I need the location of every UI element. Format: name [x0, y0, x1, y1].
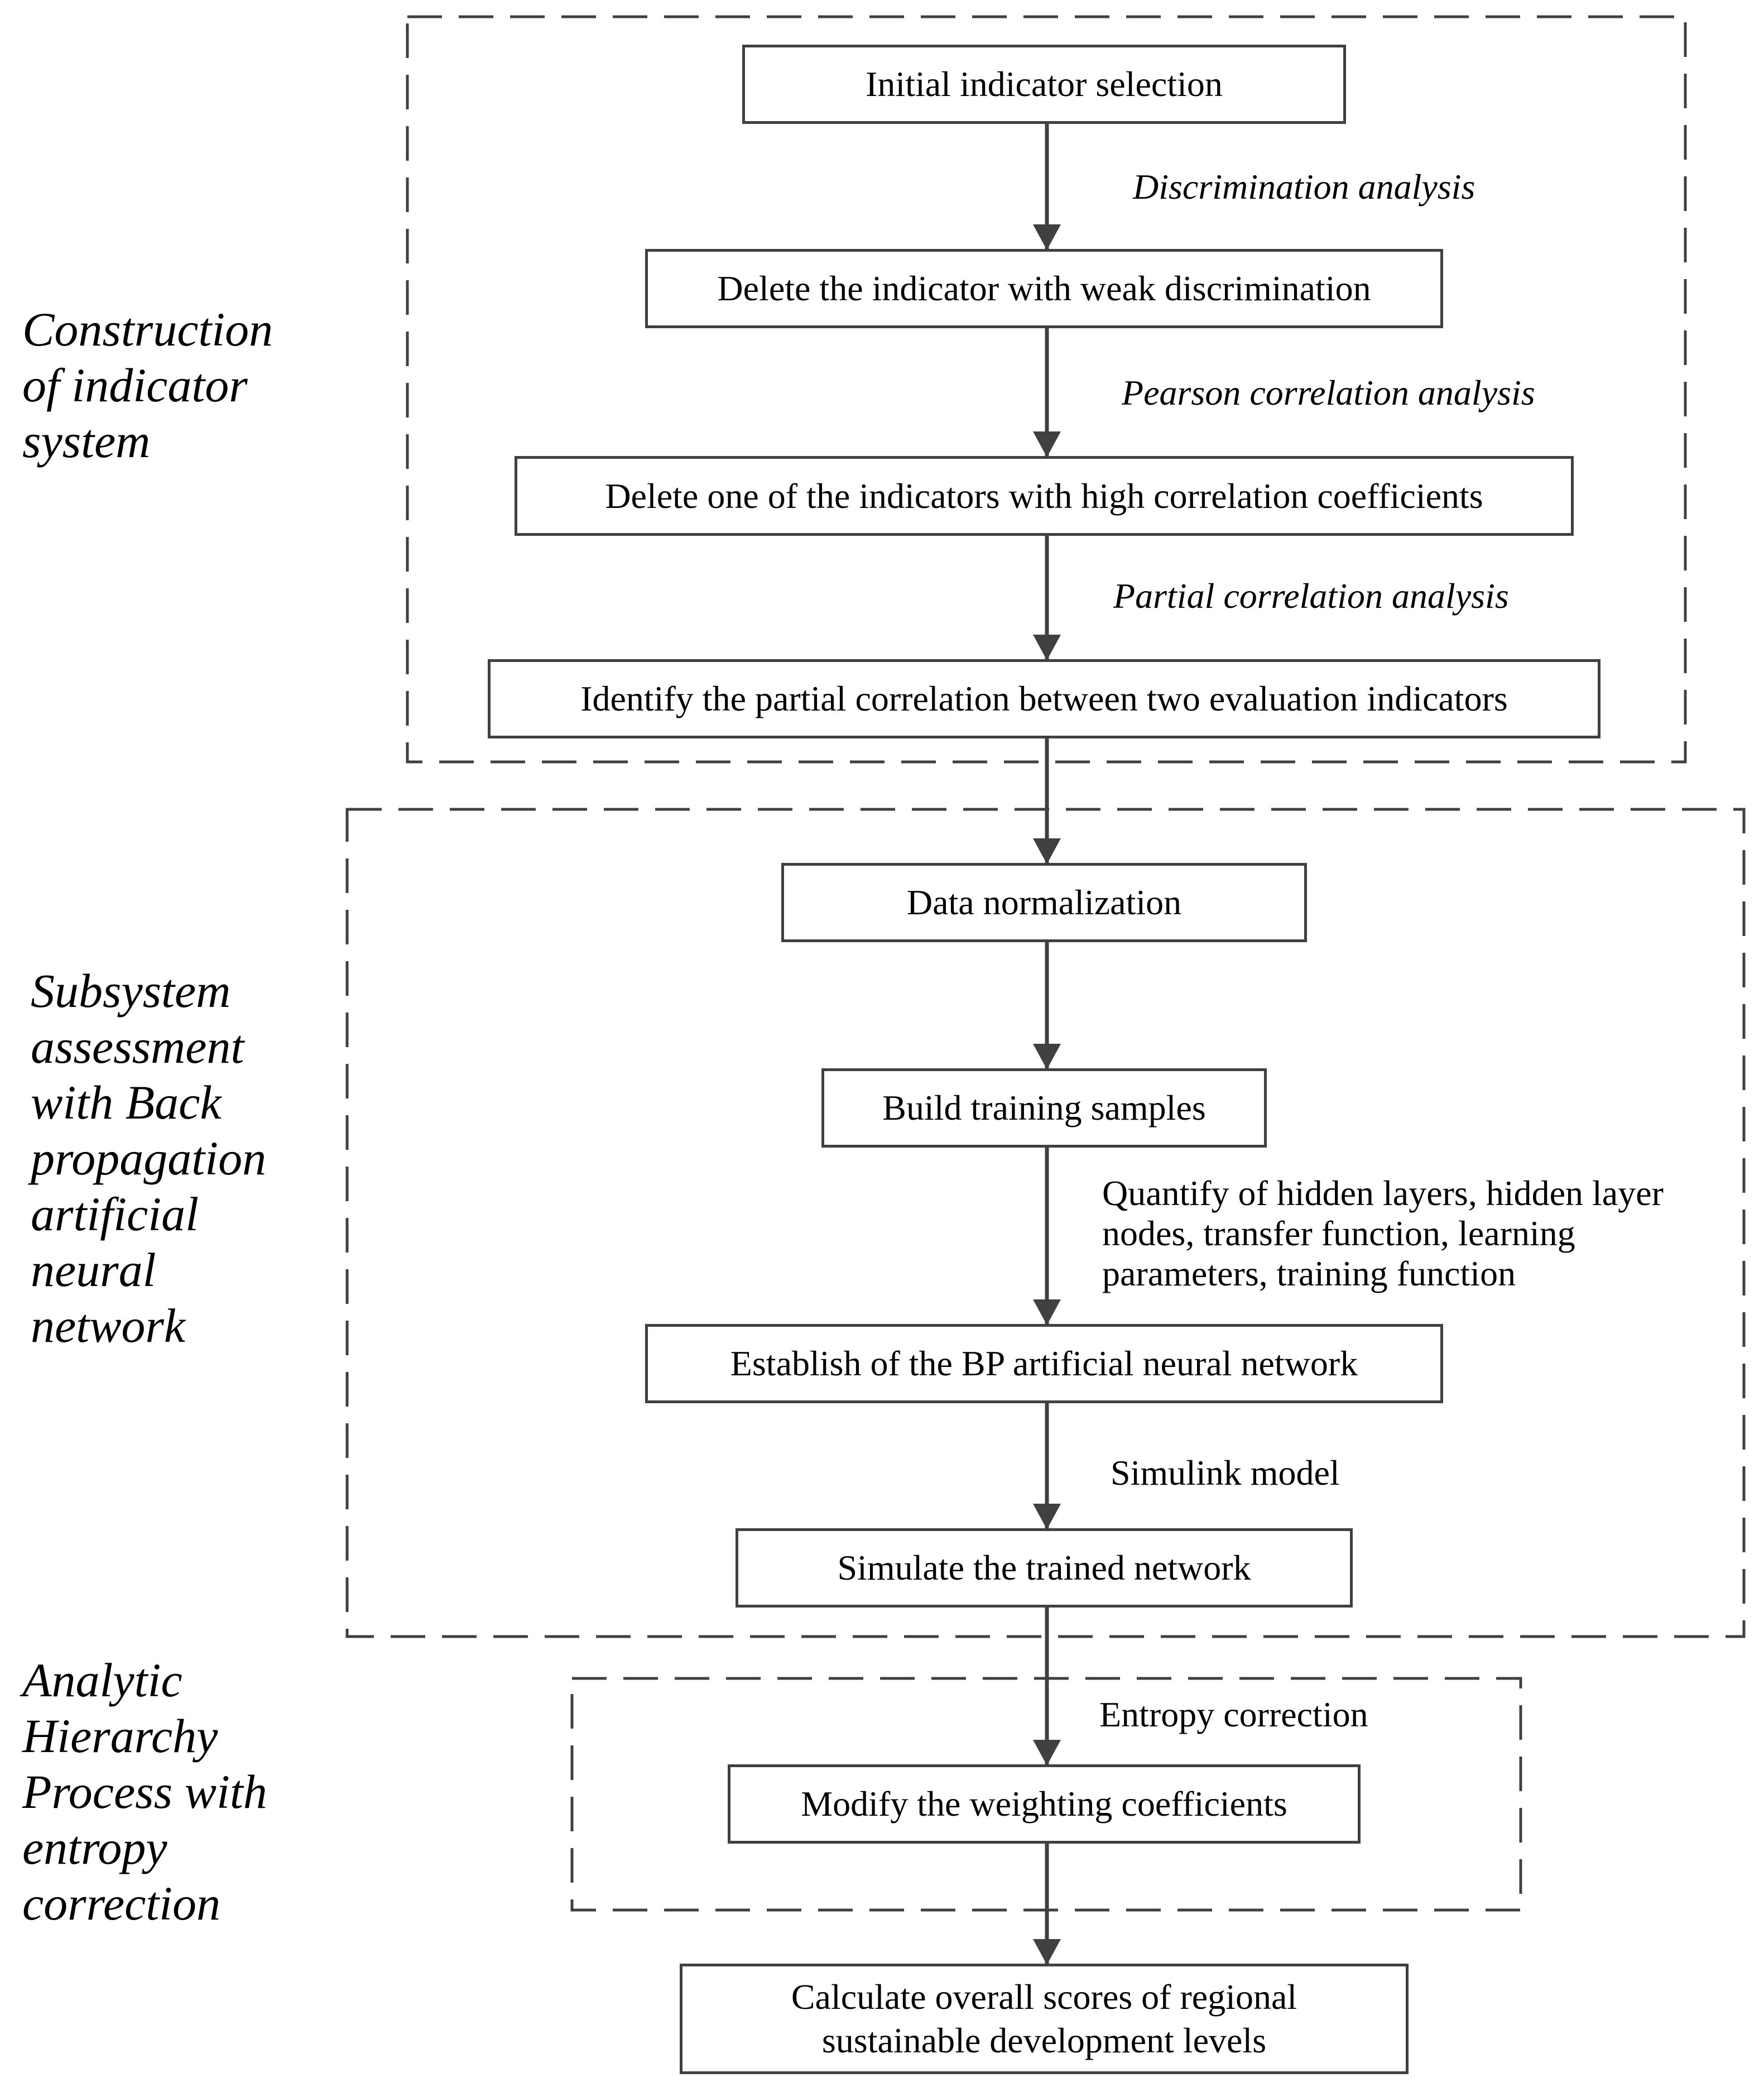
edge-label-simulink: Simulink model — [1111, 1453, 1340, 1493]
edge-label-entropy: Entropy correction — [1099, 1695, 1368, 1734]
node-modify-weights: Modify the weighting coefficients — [728, 1764, 1361, 1844]
node-data-normalization: Data normalization — [781, 863, 1307, 942]
node-calculate-scores: Calculate overall scores of regional sus… — [680, 1964, 1409, 2074]
edge-label-partial: Partial correlation analysis — [1113, 576, 1509, 616]
node-identify-partial: Identify the partial correlation between… — [488, 659, 1600, 738]
node-initial-selection: Initial indicator selection — [742, 45, 1346, 124]
node-establish-bp: Establish of the BP artificial neural ne… — [645, 1324, 1443, 1403]
edge-label-discrimination: Discrimination analysis — [1133, 167, 1475, 207]
section-label-construction: Construction of indicator system — [22, 303, 273, 468]
node-delete-correlated: Delete one of the indicators with high c… — [515, 456, 1574, 536]
region-construction — [406, 15, 1687, 764]
node-delete-weak: Delete the indicator with weak discrimin… — [645, 249, 1443, 328]
section-label-subsystem: Subsystem assessment with Back propagati… — [31, 964, 267, 1352]
section-label-ahp: Analytic Hierarchy Process with entropy … — [22, 1653, 267, 1930]
edge-label-pearson: Pearson correlation analysis — [1122, 373, 1535, 412]
edge-label-quantify: Quantify of hidden layers, hidden layer … — [1102, 1173, 1664, 1293]
node-build-samples: Build training samples — [821, 1068, 1267, 1148]
node-simulate-network: Simulate the trained network — [736, 1528, 1353, 1608]
